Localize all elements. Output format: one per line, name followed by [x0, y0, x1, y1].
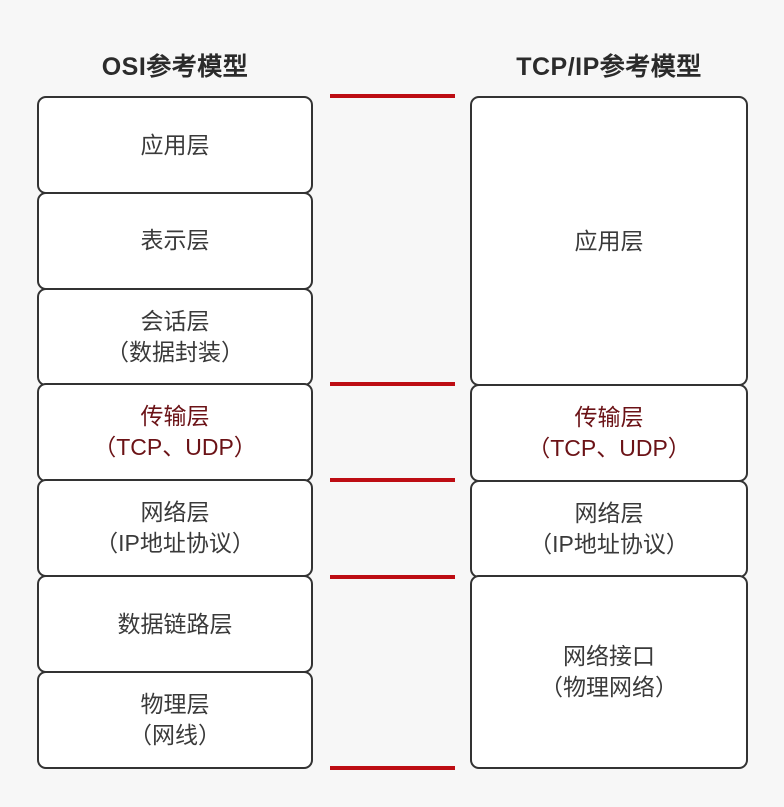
- osi-layer-application: 应用层: [37, 96, 313, 195]
- layer-title: 应用层: [574, 227, 644, 254]
- layer-title: 物理层: [140, 690, 210, 717]
- tcpip-layer-network-interface: 网络接口 （物理网络）: [470, 575, 748, 769]
- osi-layer-transport: 传输层 （TCP、UDP）: [37, 383, 313, 482]
- tcpip-layer-stack: 应用层 传输层 （TCP、UDP） 网络层 （IP地址协议） 网络接口 （物理网…: [470, 96, 748, 769]
- osi-layer-stack: 应用层 表示层 会话层 （数据封装） 传输层 （TCP、UDP） 网络层 （IP…: [37, 96, 313, 769]
- osi-layer-physical: 物理层 （网线）: [37, 670, 313, 769]
- connector-line-network-interface: [330, 575, 455, 579]
- tcpip-layer-network: 网络层 （IP地址协议）: [470, 479, 748, 578]
- layer-subtitle: （TCP、UDP）: [527, 434, 691, 461]
- osi-layer-session: 会话层 （数据封装）: [37, 287, 313, 386]
- layer-title: 表示层: [140, 227, 210, 254]
- connector-line-bottom: [330, 766, 455, 770]
- tcpip-layer-transport: 传输层 （TCP、UDP）: [470, 383, 748, 483]
- osi-column-title: OSI参考模型: [101, 53, 249, 81]
- layer-subtitle: （TCP、UDP）: [93, 434, 257, 461]
- layer-title: 应用层: [140, 131, 210, 158]
- mapping-gutter: [313, 96, 470, 769]
- layer-title: 会话层: [140, 307, 210, 334]
- tcpip-layer-application: 应用层: [470, 96, 748, 387]
- layer-title: 网络层: [574, 499, 644, 526]
- layer-subtitle: （IP地址协议）: [529, 530, 689, 557]
- layer-subtitle: （数据封装）: [106, 338, 244, 365]
- layer-title: 传输层: [574, 403, 644, 430]
- osi-layer-presentation: 表示层: [37, 191, 313, 291]
- layer-title: 网络层: [140, 499, 210, 526]
- layer-title: 传输层: [140, 403, 210, 430]
- tcpip-column-title: TCP/IP参考模型: [516, 53, 702, 81]
- layer-title: 数据链路层: [117, 610, 233, 637]
- osi-layer-data-link: 数据链路层: [37, 574, 313, 674]
- connector-line-top: [330, 94, 455, 98]
- layer-title: 网络接口: [563, 643, 655, 670]
- layer-subtitle: （IP地址协议）: [95, 530, 255, 557]
- osi-layer-network: 网络层 （IP地址协议）: [37, 479, 313, 578]
- connector-line-transport-network: [330, 478, 455, 482]
- layer-subtitle: （网线）: [129, 721, 221, 748]
- layer-subtitle: （物理网络）: [540, 674, 678, 701]
- connector-line-application-transport: [330, 382, 455, 386]
